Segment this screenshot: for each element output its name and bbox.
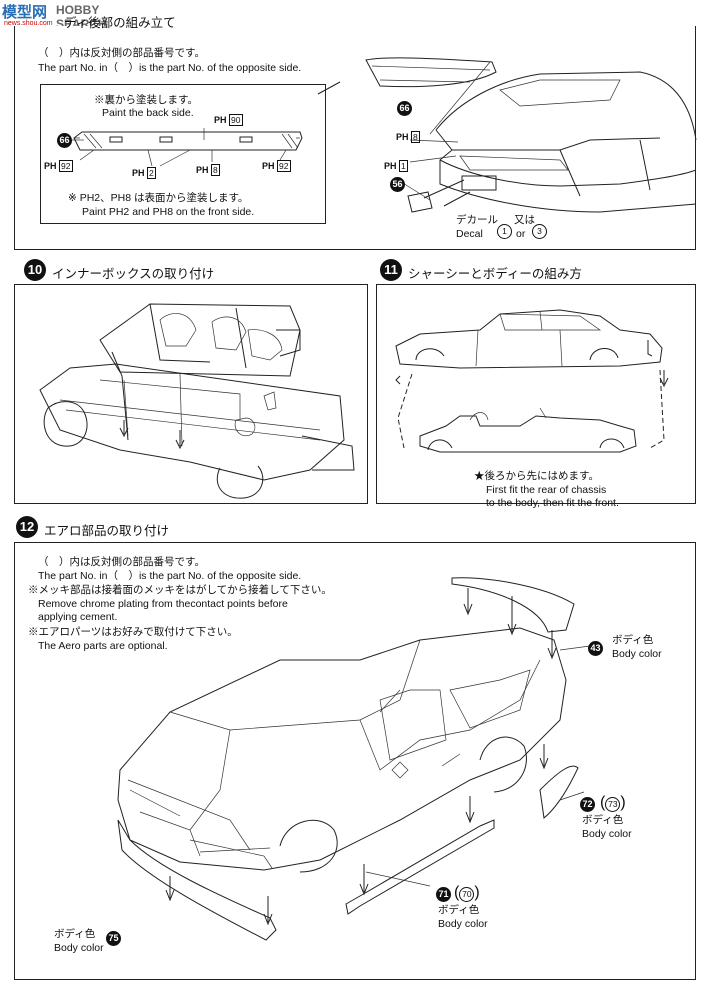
- step11-panel: [376, 284, 696, 504]
- step9-note-en: The part No. in（ ）is the part No. of the…: [38, 62, 302, 74]
- ph-1-label: PH 1: [384, 160, 408, 172]
- part-56: 56: [390, 174, 405, 192]
- step9-note-jp: （ ）内は反対側の部品番号です。: [38, 47, 205, 59]
- step12-note1-jp: （ ）内は反対側の部品番号です。: [38, 556, 205, 568]
- part-72: 72: [580, 794, 595, 812]
- watermark-site: news.shou.com: [4, 20, 53, 27]
- step11-title: シャーシーとボディーの組み方: [408, 266, 582, 281]
- decal-label-en: Decal: [456, 228, 483, 240]
- decal-label-jp: デカール: [456, 214, 498, 226]
- step12-title: エアロ部品の取り付け: [44, 523, 170, 538]
- decal-num-1: 1: [497, 221, 512, 239]
- part-71-color-en: Body color: [438, 918, 488, 930]
- step11-note-jp: ★後ろから先にはめます。: [474, 470, 599, 482]
- step10-number: 10: [24, 259, 46, 281]
- inset-bottom-en: Paint PH2 and PH8 on the front side.: [82, 206, 255, 218]
- inset-bottom-jp: ※ PH2、PH8 は表面から塗装します。: [68, 192, 249, 204]
- decal-or-en: or: [516, 228, 526, 240]
- part-75-color-jp: ボディ色: [54, 928, 96, 940]
- decal-num-3: 3: [532, 221, 547, 239]
- inset-note-en: Paint the back side.: [102, 107, 194, 119]
- part-72-color-jp: ボディ色: [582, 814, 624, 826]
- step11-number: 11: [380, 259, 402, 281]
- ph-90: PH 90: [214, 114, 243, 126]
- ph-8-inset: PH 8: [196, 164, 220, 176]
- part-43: 43: [588, 638, 603, 656]
- part-43-color-en: Body color: [612, 648, 662, 660]
- step11-note-en2: to the body, then fit the front.: [486, 497, 619, 509]
- step12-note2-en2: applying cement.: [38, 611, 118, 623]
- part-66-top: 66: [397, 98, 412, 116]
- part-70: (70): [454, 884, 480, 902]
- decal-or-jp: 又は: [514, 214, 535, 226]
- step12-note3-jp: ※エアロパーツはお好みで取付けて下さい。: [28, 626, 238, 638]
- part-43-color-jp: ボディ色: [612, 634, 654, 646]
- step12-note2-en1: Remove chrome plating from thecontact po…: [38, 598, 288, 610]
- part-75: 75: [106, 928, 121, 946]
- part-66-inset: 66: [57, 130, 72, 148]
- ph-2: PH 2: [132, 167, 156, 179]
- part-71-color-jp: ボディ色: [438, 904, 480, 916]
- part-72-color-en: Body color: [582, 828, 632, 840]
- step12-note1-en: The part No. in（ ）is the part No. of the…: [38, 570, 302, 582]
- step12-note2-jp: ※メッキ部品は接着面のメッキをはがしてから接着して下さい。: [28, 584, 332, 596]
- watermark-logo-text: 模型网: [2, 4, 48, 21]
- ph-92-left: PH 92: [44, 160, 73, 172]
- part-71: 71: [436, 884, 451, 902]
- step12-number: 12: [16, 516, 38, 538]
- step12-note3-en: The Aero parts are optional.: [38, 640, 168, 652]
- step9-title: ディ後部の組み立て: [64, 15, 176, 30]
- step11-note-en1: First fit the rear of chassis: [486, 484, 607, 496]
- part-75-color-en: Body color: [54, 942, 104, 954]
- part-73: (73): [600, 794, 626, 812]
- inset-note-jp: ※裏から塗装します。: [94, 94, 198, 106]
- garnish-panel-drawing: [72, 57, 697, 213]
- ph-92-right: PH 92: [262, 160, 291, 172]
- ph-8-label: PH 8: [396, 131, 420, 143]
- step10-title: インナーボックスの取り付け: [52, 266, 215, 281]
